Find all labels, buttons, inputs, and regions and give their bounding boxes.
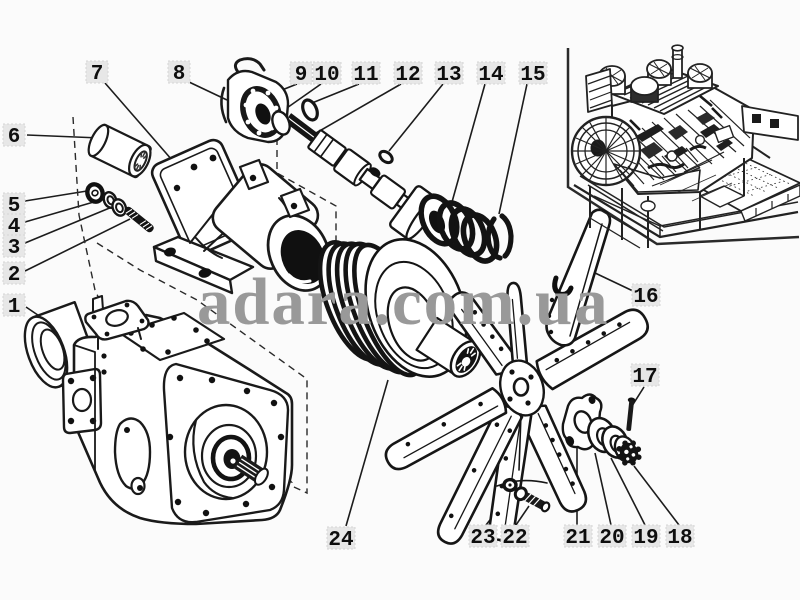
- svg-text:2: 2: [8, 264, 21, 287]
- svg-text:11: 11: [353, 64, 378, 87]
- svg-text:5: 5: [8, 195, 21, 218]
- svg-text:1: 1: [8, 296, 21, 319]
- svg-text:12: 12: [395, 64, 420, 87]
- svg-text:10: 10: [314, 64, 339, 87]
- svg-text:22: 22: [502, 527, 527, 550]
- svg-text:21: 21: [565, 527, 590, 550]
- svg-text:7: 7: [91, 63, 104, 86]
- svg-text:24: 24: [328, 529, 353, 552]
- svg-text:23: 23: [470, 527, 495, 550]
- svg-text:6: 6: [8, 126, 21, 149]
- svg-text:16: 16: [633, 286, 658, 309]
- svg-text:8: 8: [173, 63, 186, 86]
- svg-text:13: 13: [436, 64, 461, 87]
- svg-text:14: 14: [478, 64, 503, 87]
- svg-text:20: 20: [599, 527, 624, 550]
- svg-text:17: 17: [632, 366, 657, 389]
- svg-text:3: 3: [8, 237, 21, 260]
- svg-text:4: 4: [8, 216, 21, 239]
- svg-text:18: 18: [667, 527, 692, 550]
- svg-text:adara.com.ua: adara.com.ua: [197, 265, 609, 339]
- svg-text:15: 15: [520, 64, 545, 87]
- svg-text:9: 9: [295, 64, 308, 87]
- svg-text:19: 19: [633, 527, 658, 550]
